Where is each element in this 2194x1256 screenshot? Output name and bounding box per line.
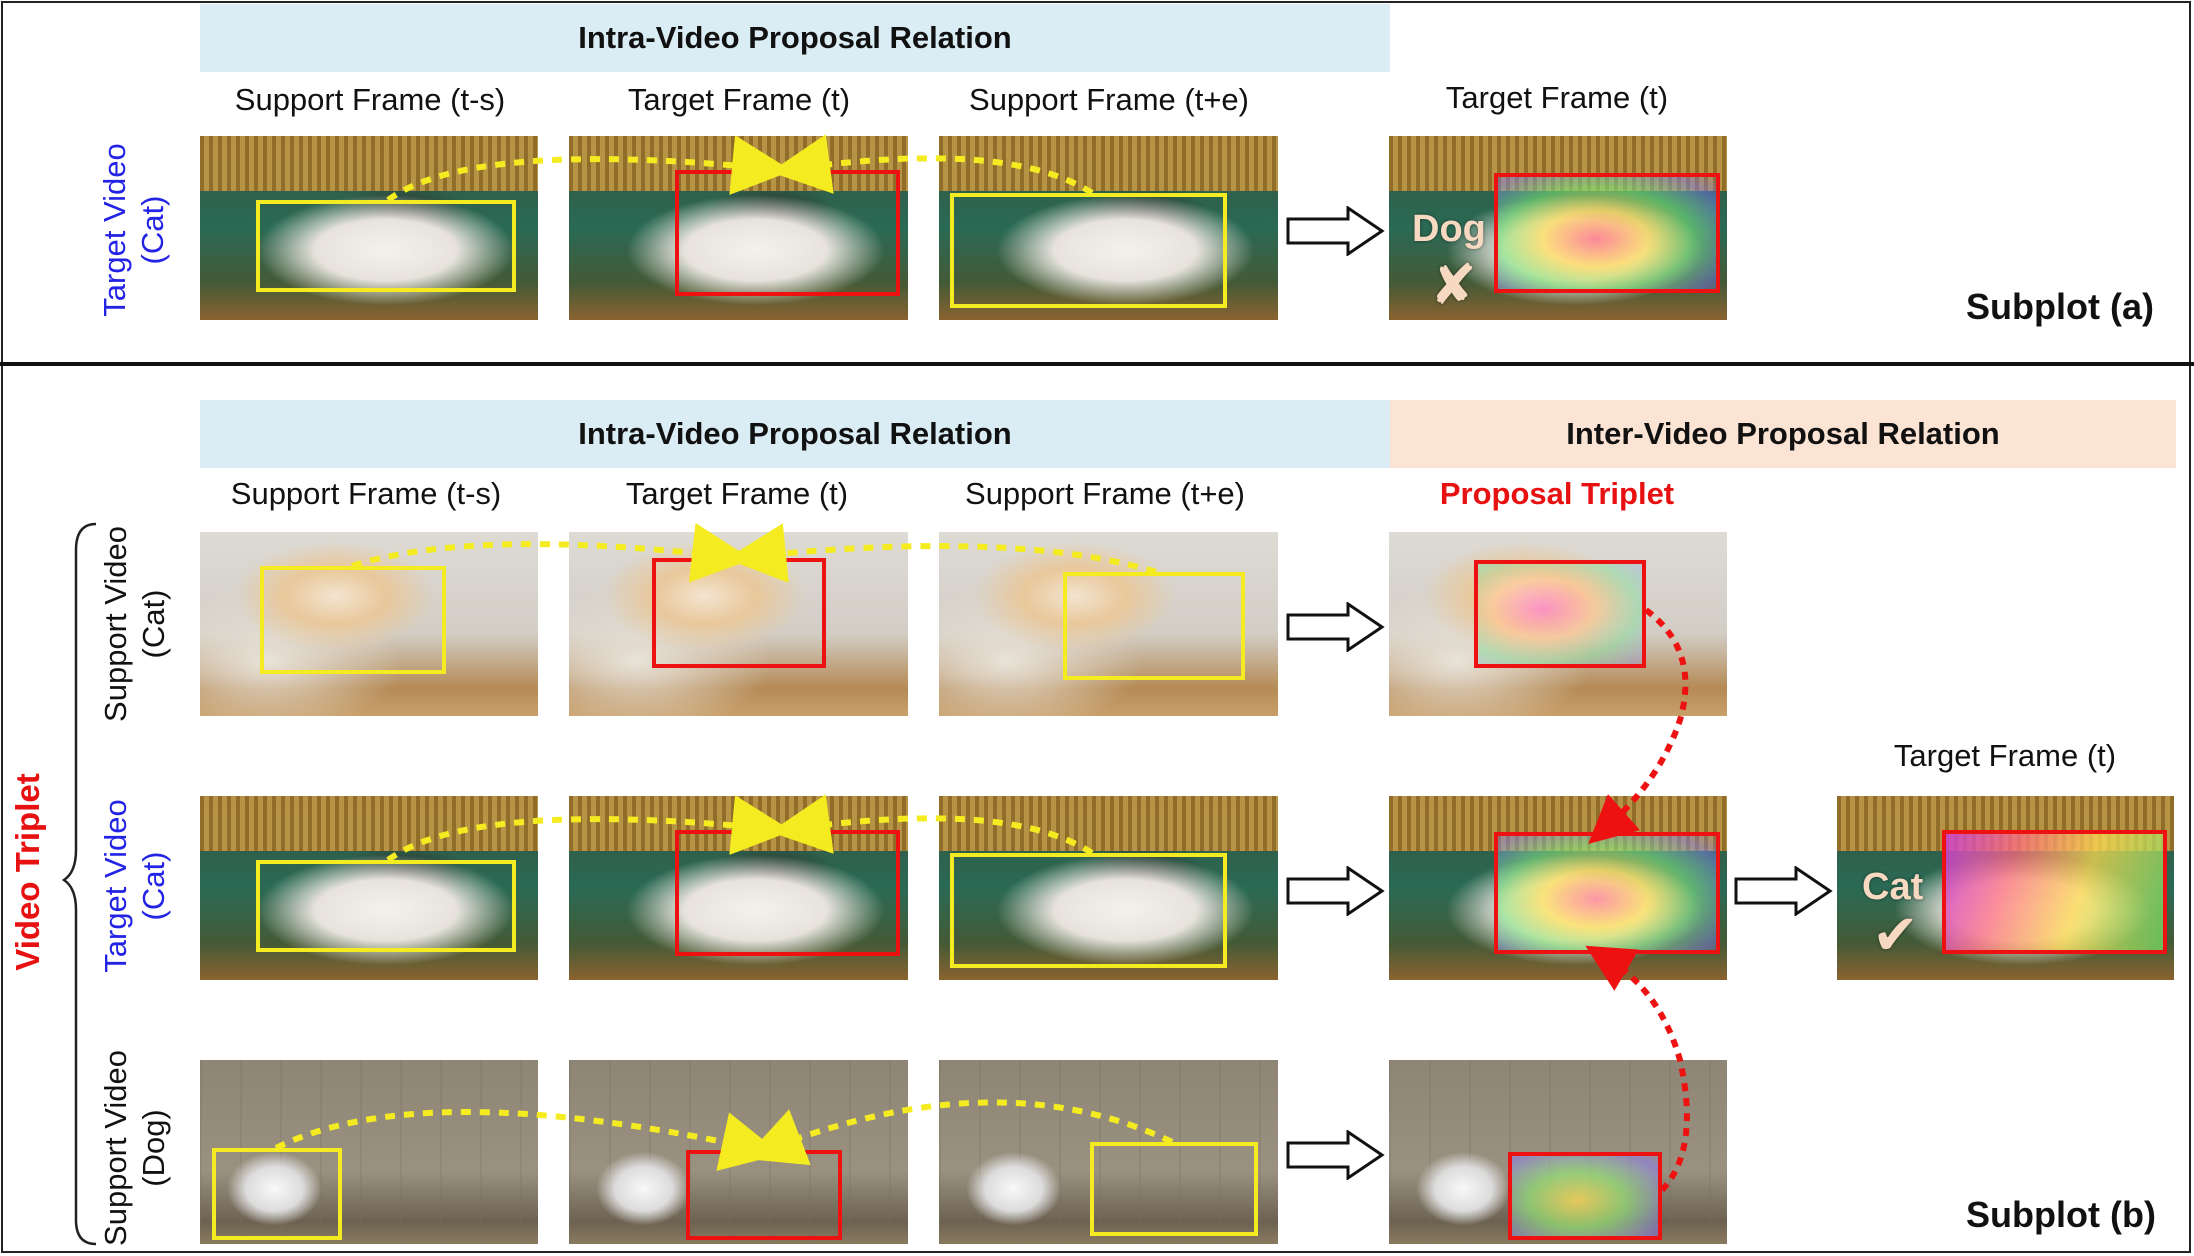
triplet-brace [61, 522, 97, 1246]
result-label-a: Target Frame (t) [1445, 80, 1669, 115]
row-label-support-dog: Support Video (Dog) [98, 1050, 171, 1246]
row-label-support-cat: Support Video (Cat) [98, 526, 171, 722]
target-box-b2 [675, 830, 900, 956]
proposal-triplet-label: Proposal Triplet [1439, 476, 1675, 511]
column-label-support-ts-a: Support Frame (t-s) [234, 82, 506, 117]
frame-b3-support-ts [200, 1060, 538, 1244]
support-box-a-ts [256, 200, 516, 292]
target-box-a [675, 170, 900, 296]
prediction-label-b: Cat [1862, 866, 1924, 908]
triplet-box-b2 [1494, 832, 1720, 954]
check-icon: ✔ [1872, 903, 1919, 968]
hollow-arrow-b3 [1286, 1129, 1386, 1184]
heatmap-b2 [1494, 832, 1720, 954]
column-label-target-t-a: Target Frame (t) [627, 82, 851, 117]
subplot-divider [0, 362, 2194, 366]
heatmap-final [1942, 830, 2167, 954]
support-box-b2-ts [256, 860, 516, 952]
hollow-arrow-b2 [1286, 865, 1386, 920]
intra-banner-b: Intra-Video Proposal Relation [200, 400, 1390, 468]
support-box-b3-te [1090, 1142, 1258, 1236]
column-label-support-te-a: Support Frame (t+e) [969, 82, 1249, 117]
support-box-b1-te [1063, 572, 1245, 680]
target-box-b1 [652, 558, 826, 668]
triplet-box-b1 [1474, 560, 1646, 668]
row-label-target-video-a: Target Video (Cat) [97, 143, 170, 317]
result-box-a [1494, 173, 1720, 293]
hollow-arrow-b1 [1286, 601, 1386, 656]
support-box-b3-ts [212, 1148, 342, 1240]
column-label-support-ts-b: Support Frame (t-s) [230, 476, 502, 511]
support-box-a-te [950, 193, 1227, 308]
subplot-a-tag: Subplot (a) [1966, 286, 2154, 327]
frame-b3-support-te [939, 1060, 1278, 1244]
intra-banner-a-text: Intra-Video Proposal Relation [578, 20, 1012, 55]
support-box-b1-ts [260, 566, 446, 674]
heatmap-a [1494, 173, 1720, 293]
inter-banner-b-text: Inter-Video Proposal Relation [1566, 416, 2000, 451]
intra-banner-a: Intra-Video Proposal Relation [200, 4, 1390, 72]
video-triplet-label: Video Triplet [9, 773, 46, 971]
cross-icon: ✘ [1430, 253, 1477, 318]
final-box [1942, 830, 2167, 954]
subplot-b-tag: Subplot (b) [1966, 1194, 2156, 1235]
triplet-box-b3 [1508, 1152, 1662, 1240]
row-label-target-cat: Target Video (Cat) [98, 799, 171, 973]
support-box-b2-te [950, 853, 1227, 968]
hollow-arrow-a [1286, 205, 1386, 260]
hollow-arrow-final [1734, 865, 1834, 920]
inter-banner-b: Inter-Video Proposal Relation [1390, 400, 2176, 468]
column-label-target-t-b: Target Frame (t) [625, 476, 849, 511]
column-label-support-te-b: Support Frame (t+e) [965, 476, 1245, 511]
prediction-label-a: Dog [1412, 208, 1486, 250]
target-box-b3 [686, 1150, 842, 1240]
intra-banner-b-text: Intra-Video Proposal Relation [578, 416, 1012, 451]
final-target-label: Target Frame (t) [1893, 738, 2117, 773]
